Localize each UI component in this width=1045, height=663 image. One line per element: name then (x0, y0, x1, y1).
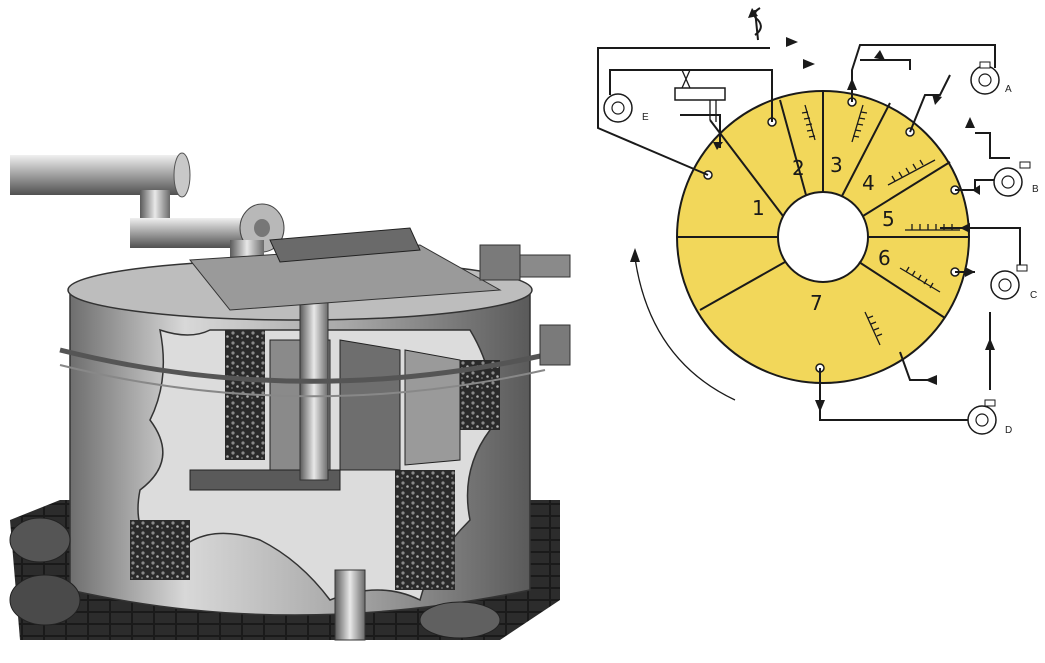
pump-label-c: C (1030, 290, 1037, 301)
drive-motors (9, 517, 501, 641)
segment-label-2: 2 (792, 156, 805, 180)
feed-pipe (10, 152, 285, 330)
segment-dividers (677, 91, 969, 319)
valve-block (674, 69, 726, 122)
rotation-arrow (630, 248, 736, 401)
flow-arrows (606, 8, 995, 412)
segment-label-5: 5 (882, 207, 895, 231)
spray-combs (801, 104, 960, 346)
segment-label-4: 4 (862, 171, 875, 195)
segment-label-3: 3 (830, 153, 843, 177)
pump-a: A (970, 61, 1012, 95)
pump-label-e: E (642, 112, 649, 123)
pump-label-d: D (1005, 425, 1012, 436)
pump-label-b: B (1032, 184, 1039, 195)
top-deck (189, 227, 571, 366)
pump-label-a: A (1005, 84, 1012, 95)
disc-hub (777, 191, 869, 283)
disc-ports (703, 97, 960, 373)
machine-cutaway-illustration (9, 152, 571, 641)
pump-b: B (993, 161, 1039, 197)
rotary-disc-schematic: 1 2 3 4 5 6 7 (597, 7, 1039, 436)
segment-label-7: 7 (810, 291, 823, 315)
pump-d: D (967, 399, 1012, 436)
segment-label-6: 6 (878, 246, 891, 270)
pump-c: C (990, 264, 1037, 301)
tank-cutaway-interior (59, 269, 546, 602)
pump-e: E (603, 93, 649, 123)
segment-label-1: 1 (752, 196, 765, 220)
